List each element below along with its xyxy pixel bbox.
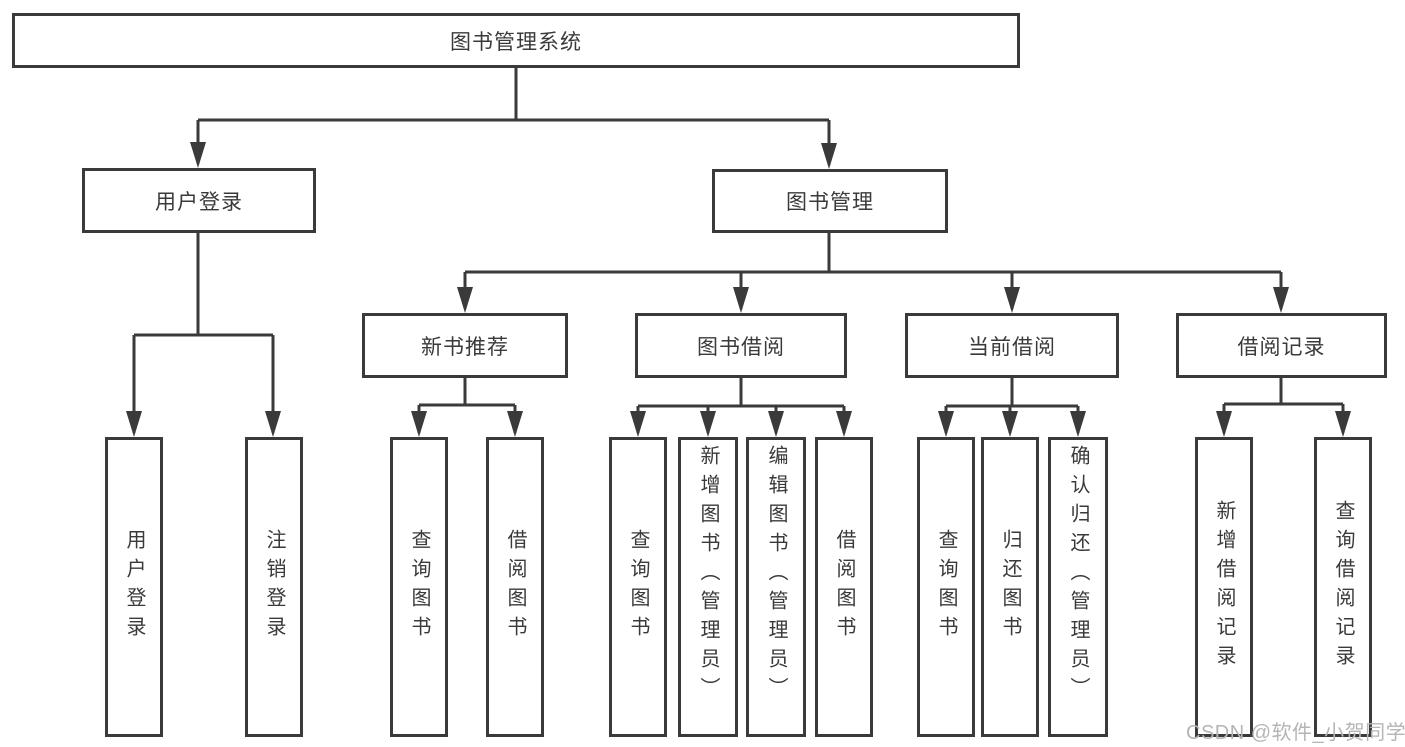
arrowhead-icon <box>821 143 837 169</box>
node-label: 当前借阅 <box>968 335 1056 359</box>
node-leaf-query-books-borrowing: 查询图书 <box>609 437 667 737</box>
arrowhead-icon <box>700 411 716 437</box>
node-label: 新书推荐 <box>421 335 509 359</box>
node-leaf-query-books-recommend: 查询图书 <box>390 437 448 737</box>
node-leaf-logout: 注销登录 <box>245 437 303 737</box>
node-label: 借阅记录 <box>1237 335 1326 359</box>
node-label: 新增图书（管理员） <box>697 445 719 706</box>
node-label: 查询图书 <box>408 529 430 645</box>
arrowhead-icon <box>1004 287 1020 313</box>
node-label: 用户登录 <box>123 529 145 645</box>
arrowhead-icon <box>630 411 646 437</box>
arrowhead-icon <box>1070 411 1086 437</box>
node-label: 图书管理 <box>786 191 874 214</box>
node-leaf-borrow-books-borrowing: 借阅图书 <box>815 437 873 737</box>
node-label: 图书管理系统 <box>450 30 582 54</box>
arrowhead-icon <box>733 287 749 313</box>
arrowhead-icon <box>938 411 954 437</box>
node-label: 确认归还（管理员） <box>1067 445 1089 706</box>
node-label: 查询图书 <box>627 529 649 645</box>
arrowhead-icon <box>265 411 281 437</box>
csdn-watermark: CSDN @软件_小贺同学 <box>1186 722 1405 744</box>
arrowhead-icon <box>507 411 523 437</box>
arrowhead-icon <box>411 411 427 437</box>
node-label: 查询图书 <box>935 529 957 645</box>
arrowhead-icon <box>1216 411 1232 437</box>
node-label: 借阅图书 <box>504 529 526 645</box>
arrowhead-icon <box>836 411 852 437</box>
node-leaf-borrow-books-recommend: 借阅图书 <box>486 437 544 737</box>
arrowhead-icon <box>1335 411 1351 437</box>
node-label: 查询借阅记录 <box>1332 500 1354 674</box>
node-label: 注销登录 <box>263 529 285 645</box>
node-leaf-query-borrow-record: 查询借阅记录 <box>1314 437 1372 737</box>
node-label: 借阅图书 <box>833 529 855 645</box>
node-user-login: 用户登录 <box>82 168 316 233</box>
node-leaf-add-borrow-record: 新增借阅记录 <box>1195 437 1253 737</box>
node-leaf-confirm-return-admin: 确认归还（管理员） <box>1048 437 1108 737</box>
arrowhead-icon <box>190 142 206 168</box>
node-label: 归还图书 <box>999 529 1021 645</box>
arrowhead-icon <box>1273 287 1289 313</box>
arrowhead-icon <box>126 411 142 437</box>
node-leaf-return-books: 归还图书 <box>981 437 1039 737</box>
node-current-borrowing: 当前借阅 <box>905 313 1119 378</box>
node-book-borrowing: 图书借阅 <box>635 313 847 378</box>
node-leaf-add-books-admin: 新增图书（管理员） <box>678 437 738 737</box>
arrowhead-icon <box>1002 411 1018 437</box>
node-library-system: 图书管理系统 <box>12 13 1020 68</box>
node-new-book-recommend: 新书推荐 <box>362 313 568 378</box>
node-leaf-query-books-current: 查询图书 <box>917 437 975 737</box>
node-label: 编辑图书（管理员） <box>765 445 787 706</box>
node-borrowing-records: 借阅记录 <box>1176 313 1387 378</box>
node-leaf-user-login: 用户登录 <box>105 437 163 737</box>
node-leaf-edit-books-admin: 编辑图书（管理员） <box>746 437 806 737</box>
node-label: 图书借阅 <box>697 335 785 359</box>
node-label: 用户登录 <box>155 190 243 214</box>
arrowhead-icon <box>768 411 784 437</box>
node-label: 新增借阅记录 <box>1213 500 1235 674</box>
node-book-management: 图书管理 <box>712 169 948 233</box>
arrowhead-icon <box>457 287 473 313</box>
